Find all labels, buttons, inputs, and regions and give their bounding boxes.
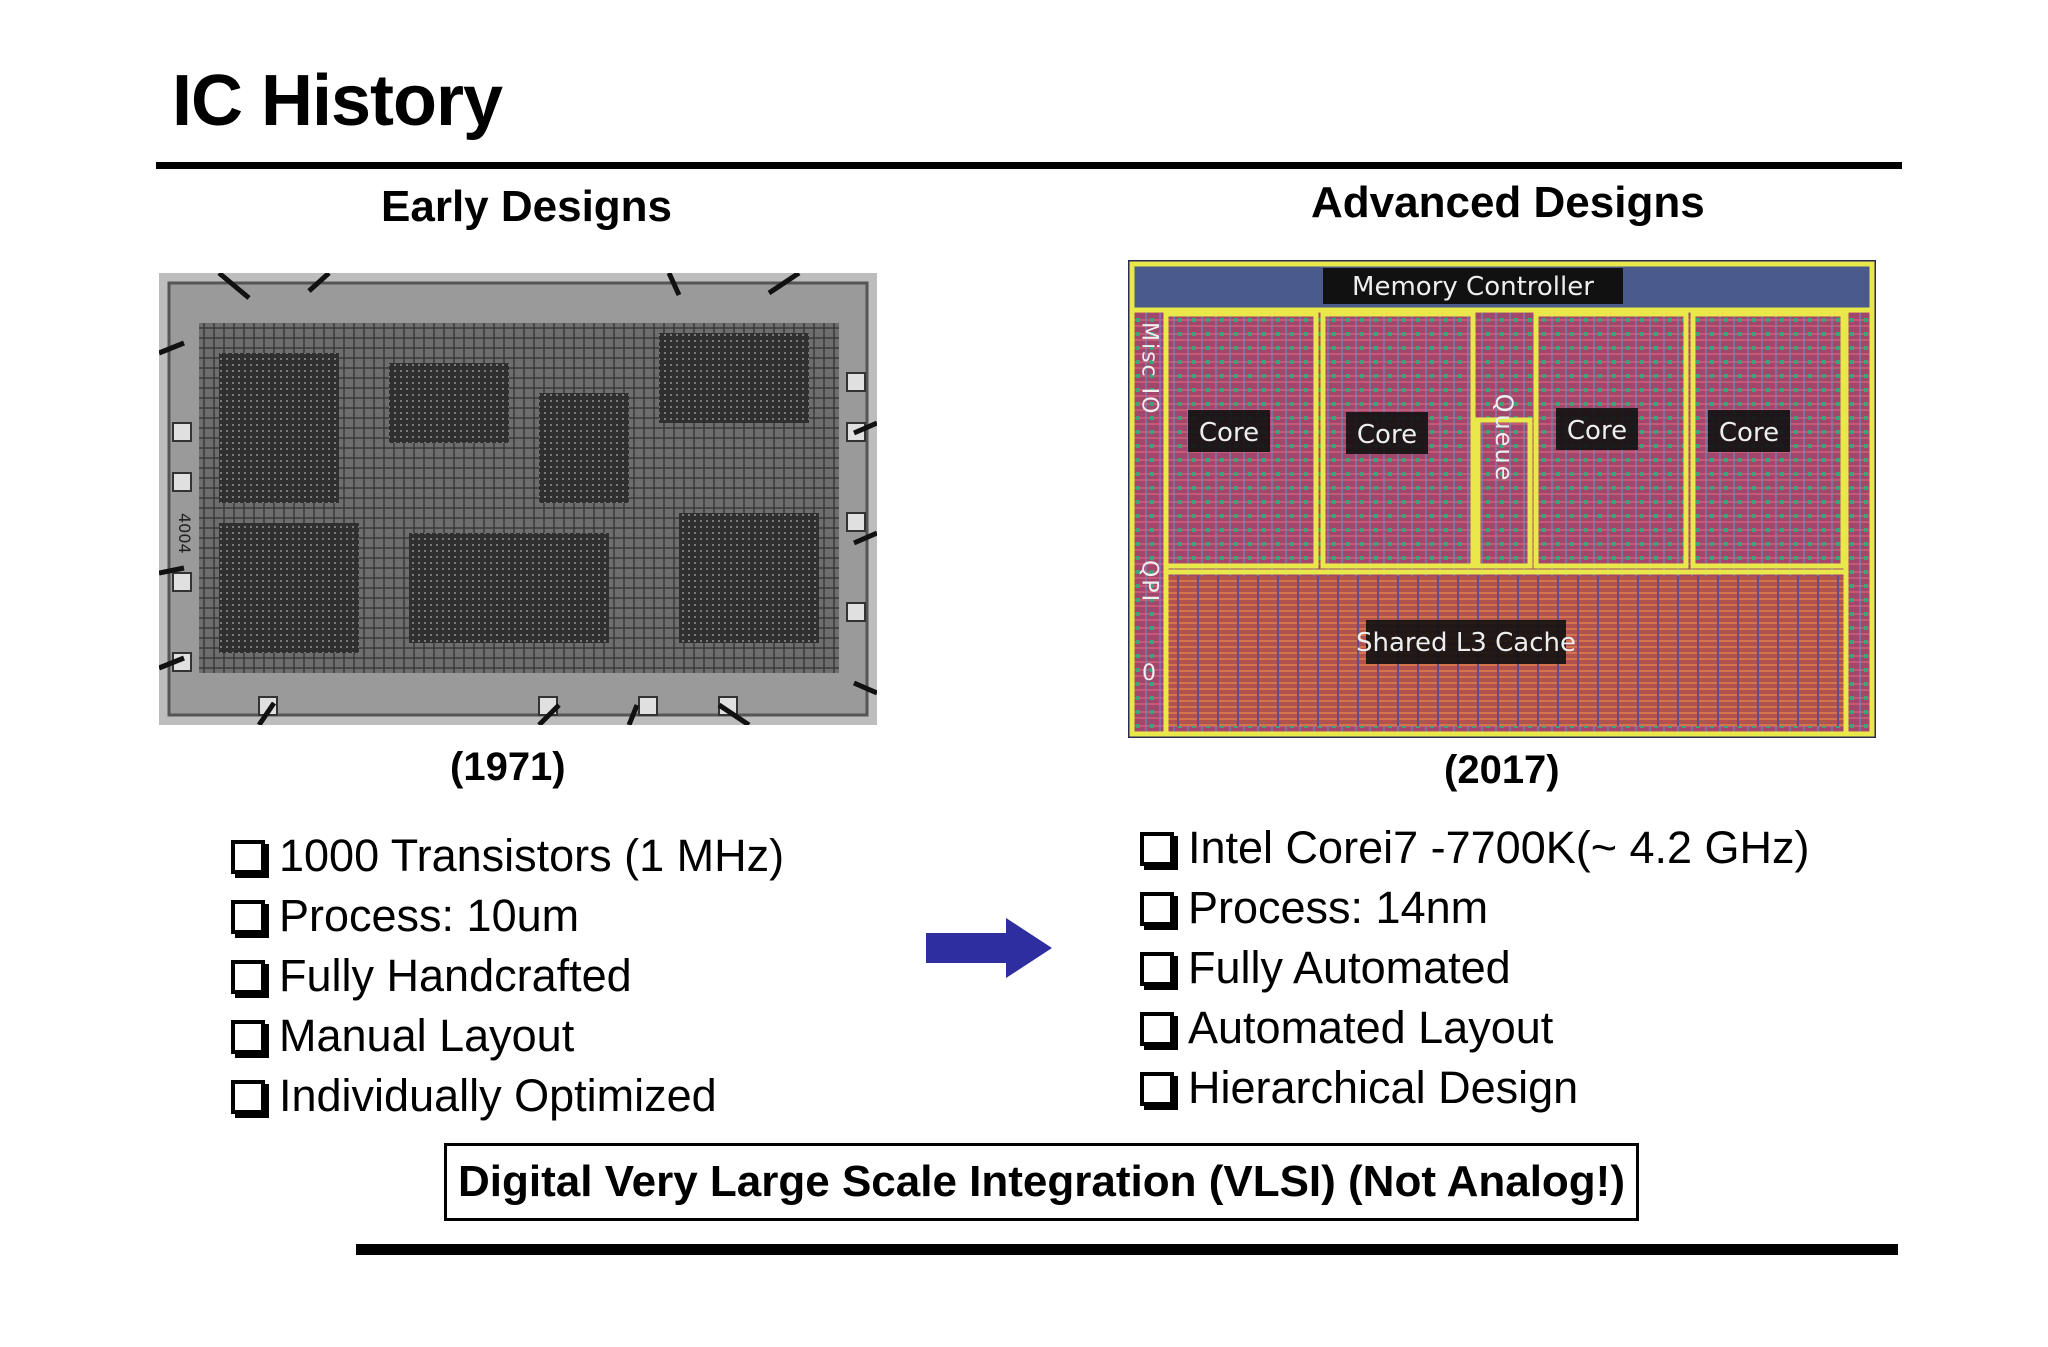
qpi-zero-label: 0 [1142,661,1156,686]
list-item-text: Fully Automated [1188,942,1511,993]
core-label: Core [1567,416,1627,446]
early-year-label: (1971) [450,745,566,789]
advanced-designs-heading: Advanced Designs [1311,178,1705,227]
list-item-text: 1000 Transistors (1 MHz) [279,830,785,881]
vlsi-callout-text: Digital Very Large Scale Integration (VL… [458,1157,1625,1206]
shared-l3-cache-label: Shared L3 Cache [1356,628,1576,658]
checkbox-bullet-icon [231,960,265,994]
core-label: Core [1199,418,1259,448]
chip-marking-4004: 4004 [175,513,194,554]
bottom-divider [356,1244,1898,1255]
slide-title: IC History [172,61,503,141]
list-item: Process: 14nm [1134,878,1810,938]
list-item-text: Automated Layout [1188,1002,1554,1053]
checkbox-bullet-icon [1140,952,1174,986]
title-underline [156,162,1902,169]
list-item-text: Process: 10um [279,890,580,941]
list-item: Fully Automated [1134,938,1810,998]
queue-label: Queue [1490,394,1518,483]
right-arrow-icon [926,918,1052,978]
list-item: Process: 10um [225,886,784,946]
qpi-label: QPI [1137,560,1162,603]
list-item: Manual Layout [225,1006,784,1066]
intel-4004-die-image: 4004 [159,273,877,725]
misc-io-label: Misc IO [1137,322,1162,415]
list-item-text: Fully Handcrafted [279,950,632,1001]
list-item-text: Process: 14nm [1188,882,1489,933]
checkbox-bullet-icon [1140,832,1174,866]
early-features-list: 1000 Transistors (1 MHz) Process: 10um F… [225,826,784,1126]
list-item-text: Hierarchical Design [1188,1062,1579,1113]
list-item: Hierarchical Design [1134,1058,1810,1118]
list-item: Automated Layout [1134,998,1810,1058]
checkbox-bullet-icon [1140,892,1174,926]
checkbox-bullet-icon [1140,1012,1174,1046]
checkbox-bullet-icon [231,1020,265,1054]
intel-corei7-die-image: Memory Controller Core Core Core Core Sh… [1128,260,1876,738]
checkbox-bullet-icon [231,900,265,934]
core-label: Core [1357,420,1417,450]
memory-controller-label: Memory Controller [1352,272,1594,302]
checkbox-bullet-icon [1140,1072,1174,1106]
list-item: Fully Handcrafted [225,946,784,1006]
list-item-text: Intel Corei7 -7700K(~ 4.2 GHz) [1188,822,1810,873]
checkbox-bullet-icon [231,840,265,874]
advanced-features-list: Intel Corei7 -7700K(~ 4.2 GHz) Process: … [1134,818,1810,1118]
vlsi-callout-box: Digital Very Large Scale Integration (VL… [444,1143,1639,1221]
advanced-year-label: (2017) [1444,748,1560,792]
list-item-text: Individually Optimized [279,1070,717,1121]
list-item: Individually Optimized [225,1066,784,1126]
list-item: 1000 Transistors (1 MHz) [225,826,784,886]
core-label: Core [1719,418,1779,448]
list-item-text: Manual Layout [279,1010,575,1061]
list-item: Intel Corei7 -7700K(~ 4.2 GHz) [1134,818,1810,878]
early-designs-heading: Early Designs [381,182,673,231]
checkbox-bullet-icon [231,1080,265,1114]
